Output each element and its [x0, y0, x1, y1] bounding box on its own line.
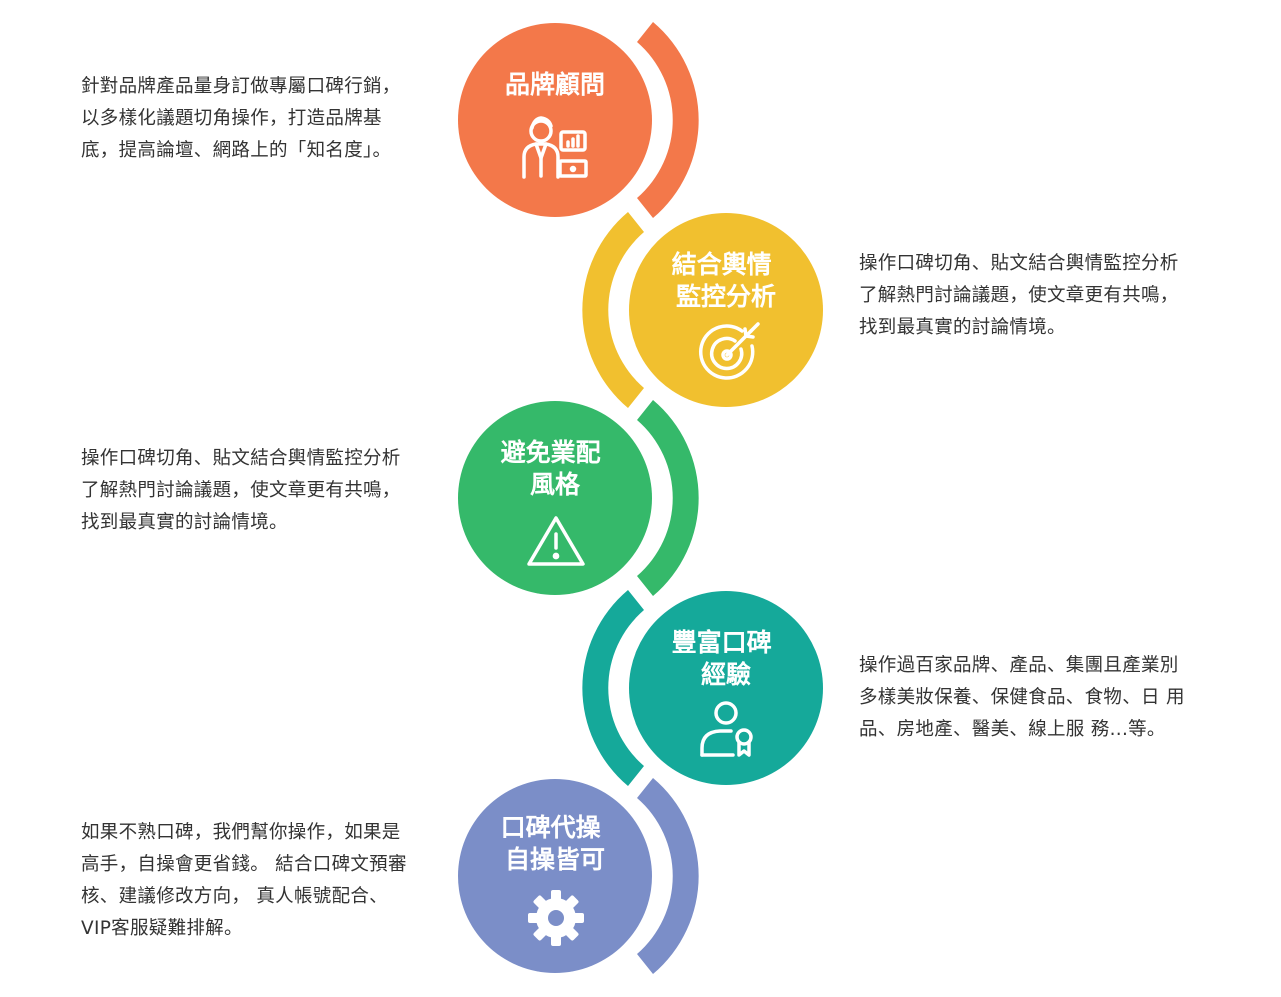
step-1: 品牌顧問	[458, 22, 699, 218]
step-5-description-line-1: 如果不熟口碑，我們幫你操作，如果是	[81, 822, 401, 843]
step-4-title-line-2: 經驗	[701, 660, 751, 689]
step-2-description-line-2: 了解熱門討論議題，使文章更有共鳴，	[859, 285, 1179, 306]
step-5-circle	[458, 779, 652, 973]
step-2-description-line-1: 操作口碑切角、貼文結合輿情監控分析	[859, 253, 1179, 274]
step-2-title-line-1: 結合輿情	[672, 250, 772, 279]
step-2-arc	[582, 212, 644, 408]
step-3-description-line-3: 找到最真實的討論情境。	[81, 512, 288, 533]
step-5-description: 如果不熟口碑，我們幫你操作，如果是 高手，自操會更省錢。 結合口碑文預審 核、建…	[81, 817, 441, 945]
step-1-description: 針對品牌產品量身訂做專屬口碑行銷， 以多樣化議題切角操作，打造品牌基 底，提高論…	[81, 71, 441, 167]
step-5-title-line-2: 自操皆可	[505, 845, 605, 874]
step-4-description-line-3: 品、房地產、醫美、線上服 務...等。	[859, 719, 1166, 740]
certified-user-icon	[700, 701, 753, 757]
step-5: 口碑代操 自操皆可	[458, 778, 699, 974]
warning-icon	[527, 516, 585, 566]
step-4: 豐富口碑 經驗	[582, 590, 823, 786]
step-1-description-line-1: 針對品牌產品量身訂做專屬口碑行銷，	[81, 76, 401, 97]
target-icon	[698, 322, 760, 380]
step-4-arc	[582, 590, 644, 786]
step-3-description-line-1: 操作口碑切角、貼文結合輿情監控分析	[81, 448, 401, 469]
step-4-description: 操作過百家品牌、產品、集團且產業別 多樣美妝保養、保健食品、食物、日 用 品、房…	[859, 650, 1219, 746]
step-1-description-line-2: 以多樣化議題切角操作，打造品牌基	[81, 108, 382, 129]
step-3-description: 操作口碑切角、貼文結合輿情監控分析 了解熱門討論議題，使文章更有共鳴， 找到最真…	[81, 443, 441, 539]
step-5-description-line-3: 核、建議修改方向， 真人帳號配合、	[81, 886, 388, 907]
step-3-circle	[458, 401, 652, 595]
step-2-description: 操作口碑切角、貼文結合輿情監控分析 了解熱門討論議題，使文章更有共鳴， 找到最真…	[859, 248, 1219, 344]
step-5-title-line-1: 口碑代操	[501, 813, 602, 842]
step-3-title-line-2: 風格	[530, 470, 581, 499]
step-3-title-line-1: 避免業配	[501, 438, 601, 467]
consultant-presentation-icon	[522, 116, 588, 179]
step-4-title: 豐富口碑 經驗	[672, 628, 781, 689]
step-2-title-line-2: 監控分析	[676, 282, 776, 311]
step-1-title: 品牌顧問	[505, 70, 605, 99]
step-1-title-line-1: 品牌顧問	[505, 70, 605, 99]
step-5-description-line-2: 高手，自操會更省錢。 結合口碑文預審	[81, 854, 407, 875]
step-5-arc	[637, 778, 699, 974]
step-2-circle	[629, 213, 823, 407]
step-5-description-line-4: VIP客服疑難排解。	[81, 918, 243, 939]
step-3: 避免業配 風格	[458, 400, 699, 596]
step-4-description-line-1: 操作過百家品牌、產品、集團且產業別	[859, 655, 1179, 676]
step-2-description-line-3: 找到最真實的討論情境。	[859, 317, 1066, 338]
step-3-arc	[637, 400, 699, 596]
step-4-circle	[629, 591, 823, 785]
step-3-description-line-2: 了解熱門討論議題，使文章更有共鳴，	[81, 480, 401, 501]
step-1-arc	[637, 22, 699, 218]
step-3-title: 避免業配 風格	[501, 438, 610, 499]
step-4-title-line-1: 豐富口碑	[672, 628, 772, 657]
step-2-title: 結合輿情 監控分析	[672, 250, 781, 311]
step-5-title: 口碑代操 自操皆可	[501, 813, 610, 874]
step-1-description-line-3: 底，提高論壇、網路上的「知名度」。	[81, 140, 392, 161]
step-1-circle	[458, 23, 652, 217]
step-2: 結合輿情 監控分析	[582, 212, 823, 408]
step-4-description-line-2: 多樣美妝保養、保健食品、食物、日 用	[859, 687, 1185, 708]
gear-icon	[528, 890, 584, 946]
